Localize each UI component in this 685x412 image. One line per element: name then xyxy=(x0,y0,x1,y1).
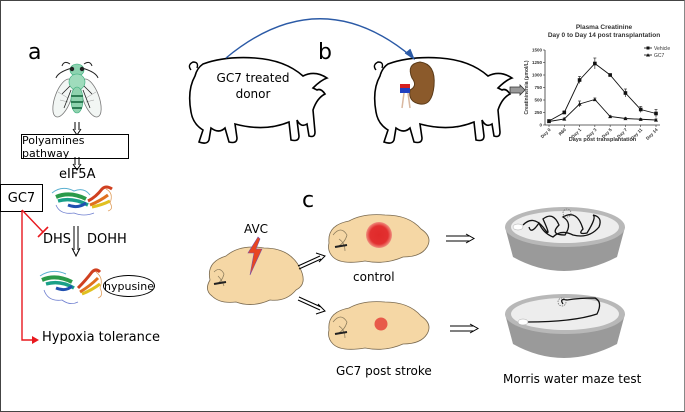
inhibition-bar-icon xyxy=(37,226,49,238)
arrow-pathway-to-eif5a xyxy=(72,157,82,171)
y-tick-label: 1500 xyxy=(532,48,543,53)
panel-a-letter: a xyxy=(28,40,42,65)
hypoxia-tolerance-label: Hypoxia tolerance xyxy=(42,330,161,345)
x-tick-label: Day 0 xyxy=(540,127,552,139)
donor-label-line2: donor xyxy=(235,87,271,101)
avc-label: AVC xyxy=(244,222,269,236)
eif5a-label: eIF5A xyxy=(59,167,96,182)
x-tick-label: Day 14 xyxy=(645,127,659,141)
arrow-to-chart xyxy=(509,84,526,96)
water-maze-treated-icon xyxy=(505,294,625,358)
donor-pig-icon xyxy=(188,56,329,144)
y-tick-label: 250 xyxy=(534,110,542,115)
eif5a-protein-structure-icon xyxy=(51,185,113,216)
data-point-vehicle xyxy=(623,91,628,95)
stroke-brain-icon xyxy=(207,246,304,305)
x-tick-label: R60 xyxy=(558,127,568,137)
legend-marker-triangle-icon xyxy=(646,53,650,57)
transplanted-kidney-icon xyxy=(400,61,435,109)
gc7-post-stroke-label: GC7 post stroke xyxy=(336,364,432,378)
y-tick-label: 1250 xyxy=(532,60,543,65)
data-point-vehicle xyxy=(562,110,567,115)
arrow-to-maze-treated xyxy=(450,323,480,334)
small-lesion xyxy=(374,317,388,331)
inhibition-line xyxy=(21,209,44,233)
hypoxia-pathway-line xyxy=(21,210,34,341)
data-point-gc7 xyxy=(547,119,551,124)
donor-label-line1: GC7 treated xyxy=(216,71,290,85)
y-axis-label: Creatininemia (µmol/L) xyxy=(524,60,530,114)
data-point-gc7 xyxy=(623,116,628,121)
y-tick-label: 0 xyxy=(539,123,542,128)
large-lesion xyxy=(366,222,392,248)
water-maze-control-icon xyxy=(505,207,625,271)
control-brain-icon xyxy=(328,214,430,263)
y-tick-label: 750 xyxy=(534,85,542,90)
lightning-stroke-icon xyxy=(247,236,263,276)
treated-brain-icon xyxy=(328,301,430,350)
arrow-head-icon xyxy=(32,336,39,344)
data-point-gc7 xyxy=(654,118,658,122)
data-point-gc7 xyxy=(608,114,613,119)
arrow-to-maze-control xyxy=(446,233,476,244)
arrow-to-treated xyxy=(297,296,326,315)
data-point-vehicle xyxy=(577,78,582,82)
dhs-label: DHS xyxy=(43,232,72,247)
panel-c-letter: c xyxy=(302,188,315,213)
legend-label-vehicle: Vehicle xyxy=(654,46,670,52)
fruit-fly-icon xyxy=(52,61,102,118)
arrow-eif5a-to-hypusine xyxy=(71,226,81,258)
series-line-vehicle xyxy=(548,62,657,122)
arrow-to-control xyxy=(297,252,326,270)
gc7-box: GC7 xyxy=(0,184,43,212)
y-tick-label: 500 xyxy=(534,98,542,103)
polyamines-pathway-box: Polyamines pathway xyxy=(21,134,129,160)
legend-label-gc7: GC7 xyxy=(654,53,665,59)
data-point-vehicle xyxy=(654,111,658,116)
y-tick-label: 1000 xyxy=(532,73,543,78)
legend-marker-square-icon xyxy=(646,46,650,50)
data-point-gc7 xyxy=(638,117,643,121)
data-point-vehicle xyxy=(638,107,643,112)
data-point-gc7 xyxy=(592,97,597,102)
series-line-gc7 xyxy=(548,98,657,122)
morris-water-maze-label: Morris water maze test xyxy=(503,372,642,386)
data-point-gc7 xyxy=(562,117,567,121)
chart-subtitle: Day 0 to Day 14 post transplantation xyxy=(548,32,660,39)
control-label: control xyxy=(353,270,395,284)
hypusine-ellipse: hypusine xyxy=(103,275,155,297)
dohh-label: DOHH xyxy=(87,232,127,247)
chart-title: Plasma Creatinine xyxy=(576,24,633,31)
donor-label: GC7 treated donor xyxy=(208,70,298,102)
panel-b-letter: b xyxy=(318,40,332,65)
hypusinated-eif5a-structure-icon xyxy=(39,268,102,304)
data-point-vehicle xyxy=(593,61,597,66)
data-point-vehicle xyxy=(608,73,612,77)
recipient-pig-icon xyxy=(373,56,514,144)
x-axis-label: Days post transplantation xyxy=(569,137,637,143)
data-point-gc7 xyxy=(577,102,582,106)
